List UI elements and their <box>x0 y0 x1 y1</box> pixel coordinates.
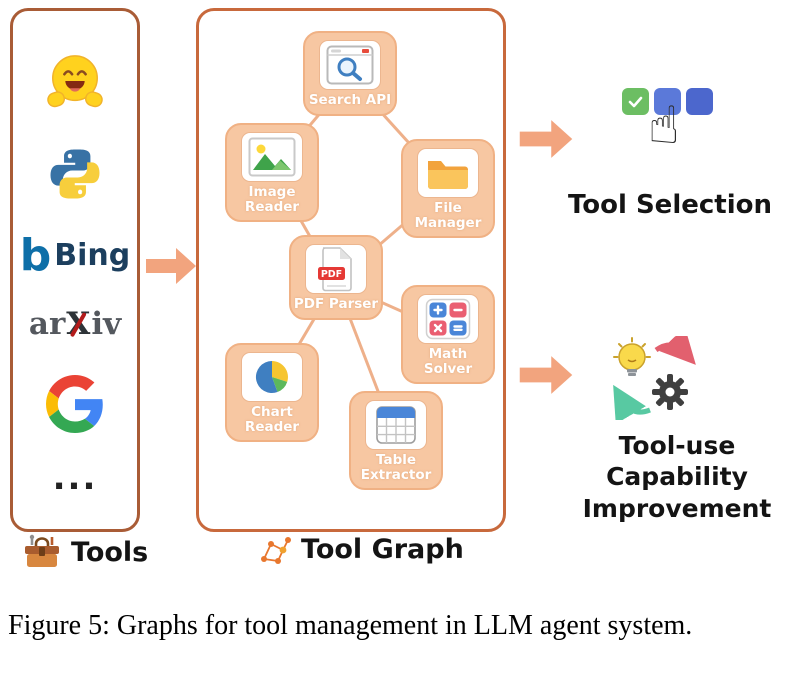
unchecked-box-icon <box>686 88 713 115</box>
node-label: Table Extractor <box>360 452 432 483</box>
tool-graph-caption: Tool Graph <box>258 534 464 565</box>
arxiv-text-pre: ar <box>28 306 66 343</box>
tool-graph-caption-text: Tool Graph <box>301 534 464 565</box>
node-label: Image Reader <box>244 184 300 215</box>
node-label: Search API <box>308 92 392 108</box>
calculator-icon <box>417 294 479 344</box>
node-chart-reader: Chart Reader <box>225 343 319 443</box>
figure-caption: Figure 5: Graphs for tool management in … <box>8 610 693 641</box>
check-icon <box>628 96 643 108</box>
bing-wordmark: Bing <box>54 238 131 274</box>
network-graph-icon <box>261 536 291 564</box>
tool-graph-panel: Search API Image Reader File Manager <box>196 8 506 532</box>
tool-selection-label: Tool Selection <box>567 190 772 220</box>
gear-icon <box>652 374 688 410</box>
arrow-graph-to-capability <box>519 356 573 394</box>
bing-b-glyph: b <box>19 230 52 282</box>
arrow-graph-to-selection <box>519 120 573 158</box>
checked-box-icon <box>622 88 649 115</box>
node-file-manager: File Manager <box>401 139 495 239</box>
google-logo-icon <box>46 375 103 434</box>
table-icon <box>365 400 427 450</box>
arrow-tools-to-graph <box>146 248 196 284</box>
pie-chart-icon <box>241 352 303 402</box>
python-logo-icon <box>50 149 100 199</box>
huggingface-logo-icon <box>47 54 103 107</box>
node-search-api: Search API <box>303 31 397 116</box>
node-pdf-parser: PDF PDF Parser <box>289 235 383 320</box>
toolbox-icon <box>25 534 59 567</box>
node-label: Chart Reader <box>244 404 300 435</box>
search-window-icon <box>319 40 381 90</box>
arxiv-text-post: iv <box>91 306 122 343</box>
node-math-solver: Math Solver <box>401 285 495 385</box>
tools-caption: Tools <box>22 534 148 570</box>
green-cycle-arrow <box>613 384 651 420</box>
svg-text:PDF: PDF <box>321 269 342 280</box>
folder-icon <box>417 148 479 198</box>
node-label: File Manager <box>414 200 482 231</box>
node-label: Math Solver <box>423 346 473 377</box>
arxiv-chi-glyph: X <box>66 306 91 343</box>
red-cycle-arrow <box>654 336 696 365</box>
checkboxes-pointing-hand-icon <box>622 88 713 115</box>
image-icon <box>241 132 303 182</box>
capability-improvement-label: Tool-use Capability Improvement <box>582 431 772 523</box>
more-tools-ellipsis: ... <box>52 457 98 498</box>
node-label: PDF Parser <box>293 296 379 312</box>
tools-caption-text: Tools <box>71 536 149 568</box>
node-table-extractor: Table Extractor <box>349 391 443 491</box>
lightbulb-icon <box>613 337 651 376</box>
bulb-gear-cycle-icon <box>613 336 696 420</box>
pointing-hand-icon: ☝ <box>648 96 680 156</box>
unchecked-box-icon <box>654 88 681 115</box>
bing-logo: b Bing <box>19 230 131 282</box>
pdf-file-icon: PDF <box>305 244 367 294</box>
node-image-reader: Image Reader <box>225 123 319 223</box>
